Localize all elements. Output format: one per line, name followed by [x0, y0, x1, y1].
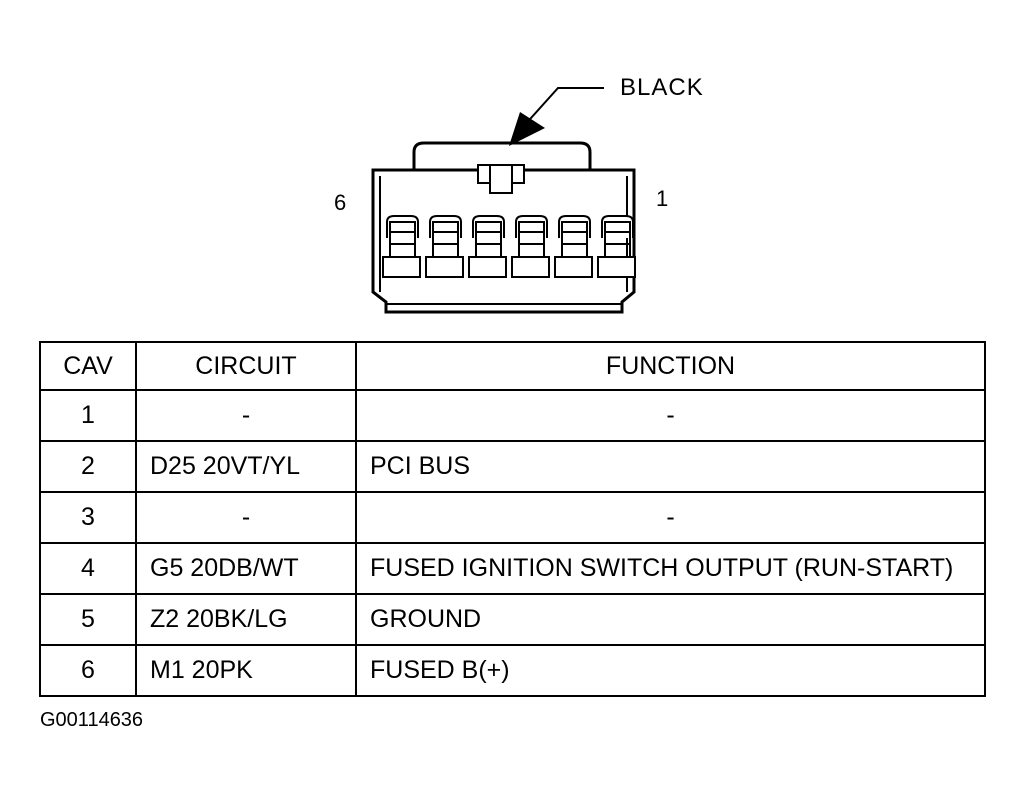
terminal-cavity — [468, 215, 507, 278]
pinout-table: CAV CIRCUIT FUNCTION 1 - - 2 D25 20VT/YL… — [39, 341, 986, 697]
table-row: 6 M1 20PK FUSED B(+) — [39, 644, 986, 697]
table-row: 1 - - — [39, 389, 986, 442]
table-row: 3 - - — [39, 491, 986, 544]
circuit-cell: M1 20PK — [135, 644, 357, 697]
function-cell: FUSED IGNITION SWITCH OUTPUT (RUN-START) — [355, 542, 986, 595]
lock-tab — [477, 164, 525, 194]
header-cav: CAV — [39, 341, 137, 391]
terminal-cavity — [597, 215, 636, 278]
cav-cell: 5 — [39, 593, 137, 646]
terminal-cavity — [382, 215, 421, 278]
pin-6-label: 6 — [334, 190, 347, 215]
header-function: FUNCTION — [355, 341, 986, 391]
terminal-cavity — [511, 215, 550, 278]
cav-cell: 6 — [39, 644, 137, 697]
table-row: 4 G5 20DB/WT FUSED IGNITION SWITCH OUTPU… — [39, 542, 986, 595]
cav-cell: 1 — [39, 389, 137, 442]
circuit-cell: - — [135, 491, 357, 544]
cav-cell: 3 — [39, 491, 137, 544]
figure-id: G00114636 — [40, 709, 144, 731]
leader-line — [521, 87, 604, 129]
circuit-cell: D25 20VT/YL — [135, 440, 357, 493]
circuit-cell: Z2 20BK/LG — [135, 593, 357, 646]
function-cell: PCI BUS — [355, 440, 986, 493]
terminal-cavities — [382, 215, 636, 278]
function-cell: - — [355, 389, 986, 442]
circuit-cell: G5 20DB/WT — [135, 542, 357, 595]
arrow-head — [509, 112, 545, 146]
function-cell: FUSED B(+) — [355, 644, 986, 697]
cav-cell: 2 — [39, 440, 137, 493]
table-header-row: CAV CIRCUIT FUNCTION — [39, 341, 986, 391]
pin-1-label: 1 — [656, 186, 669, 211]
table-row: 2 D25 20VT/YL PCI BUS — [39, 440, 986, 493]
terminal-cavity — [554, 215, 593, 278]
function-cell: - — [355, 491, 986, 544]
header-circuit: CIRCUIT — [135, 341, 357, 391]
circuit-cell: - — [135, 389, 357, 442]
function-cell: GROUND — [355, 593, 986, 646]
connector-color-label: BLACK — [620, 74, 704, 101]
table-row: 5 Z2 20BK/LG GROUND — [39, 593, 986, 646]
cav-cell: 4 — [39, 542, 137, 595]
terminal-cavity — [425, 215, 464, 278]
latch-hood — [412, 141, 592, 170]
connector-diagram — [371, 87, 636, 314]
